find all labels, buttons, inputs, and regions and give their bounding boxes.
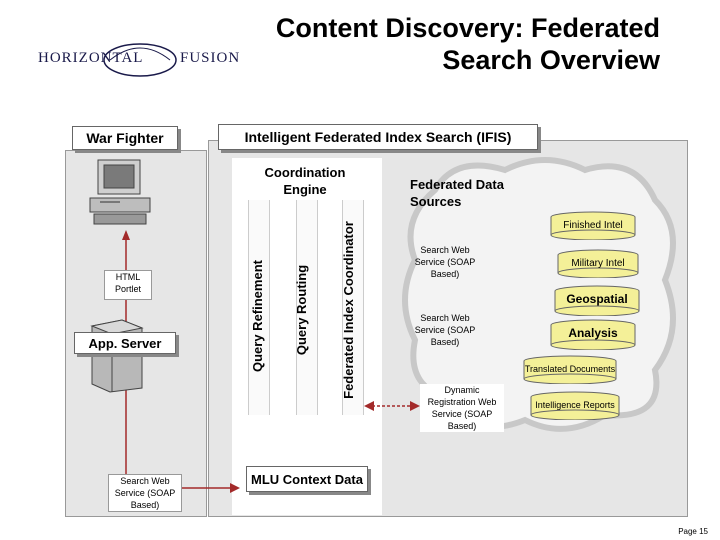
query-refinement-column [248,200,270,415]
search-web-service-box: Search Web Service (SOAP Based) [108,474,182,512]
logo-text-left: HORIZONTAL [38,50,144,66]
mlu-arrow [182,483,240,493]
war-fighter-label: War Fighter [72,126,178,150]
page-number: Page 15 [678,527,708,536]
query-routing-column [296,200,318,415]
logo-text-right: FUSION [180,50,241,66]
military-intel-label: Military Intel [571,258,625,269]
cylinder-military-intel [557,249,639,278]
service-search-1: Search Web Service (SOAP Based) [414,245,476,279]
federated-data-sources-label: Federated Data Sources [410,177,504,209]
index-coordinator-label: Federated Index Coordinator [341,221,356,399]
cylinder-translated-documents [523,355,617,384]
registration-arrow [364,401,420,411]
cylinder-intelligence-reports [530,391,620,420]
analysis-label: Analysis [568,326,618,340]
cylinder-analysis [550,319,636,350]
app-server-label: App. Server [74,332,176,354]
server-icon [90,319,144,393]
workstation-icon [89,159,151,225]
horizontal-fusion-logo [103,43,177,77]
service-registration: Dynamic Registration Web Service (SOAP B… [420,384,504,432]
index-coordinator-column [342,200,364,415]
service-search-2: Search Web Service (SOAP Based) [414,313,476,347]
cylinder-geospatial [554,285,640,316]
query-refinement-label: Query Refinement [250,260,265,372]
cylinder-finished-intel [550,211,636,240]
html-portlet: HTML Portlet [104,270,152,300]
translated-documents-label: Translated Documents [524,364,616,374]
page-title: Content Discovery: Federated Search Over… [275,13,660,75]
coordination-engine-label: Coordination Engine [264,165,346,197]
geospatial-label: Geospatial [566,292,628,306]
intelligence-reports-label: Intelligence Reports [535,400,615,410]
finished-intel-label: Finished Intel [563,220,623,231]
query-routing-label: Query Routing [294,264,309,356]
ifis-label: Intelligent Federated Index Search (IFIS… [218,124,538,150]
mlu-context-data: MLU Context Data [246,466,368,492]
